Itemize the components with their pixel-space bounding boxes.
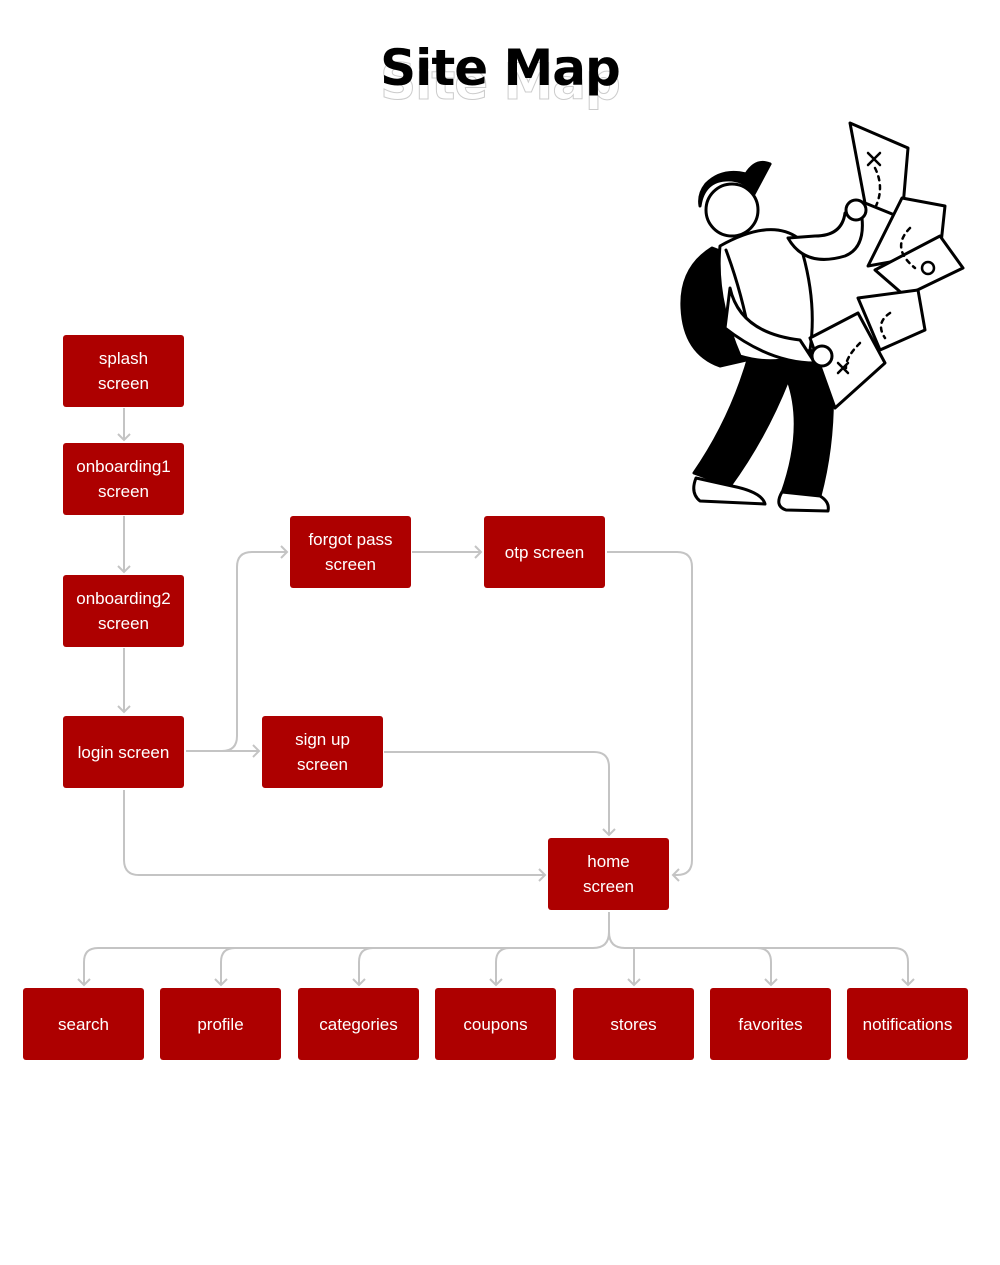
node-label-line: categories <box>319 1014 398 1034</box>
node-label-line: otp screen <box>504 542 585 562</box>
person-holding-map-illustration <box>680 121 965 513</box>
node-label-line: forgot pass <box>308 530 393 549</box>
node-label-line: login screen <box>77 742 170 762</box>
node-label: home screen <box>583 849 634 899</box>
node-label: favorites <box>738 1012 802 1037</box>
node-label: sign up screen <box>295 727 350 777</box>
edge-home-profile <box>214 947 236 987</box>
node-favorites[interactable]: favorites <box>710 988 831 1060</box>
edge-home-stores <box>608 931 641 987</box>
node-coupons[interactable]: coupons <box>435 988 556 1060</box>
node-label-line: screen <box>97 614 150 633</box>
node-label-line: screen <box>324 555 376 574</box>
node-label-line: splash <box>98 349 149 368</box>
node-label: onboarding2 screen <box>76 586 171 636</box>
node-label-line: profile <box>197 1014 244 1034</box>
node-label: login screen <box>78 740 170 765</box>
edge-home-search <box>77 912 610 987</box>
node-profile[interactable]: profile <box>160 988 281 1060</box>
edge-home-favorites <box>625 947 778 987</box>
node-label: forgot pass screen <box>308 527 392 577</box>
node-label: coupons <box>463 1012 527 1037</box>
title-block: Site Map Site Map <box>0 38 1000 118</box>
node-label-line: stores <box>610 1014 657 1034</box>
node-label: stores <box>610 1012 656 1037</box>
node-onboarding1-screen[interactable]: onboarding1 screen <box>63 443 184 515</box>
node-label-line: coupons <box>463 1014 528 1034</box>
node-categories[interactable]: categories <box>298 988 419 1060</box>
node-sign-up-screen[interactable]: sign up screen <box>262 716 383 788</box>
node-home-screen[interactable]: home screen <box>548 838 669 910</box>
node-notifications[interactable]: notifications <box>847 988 968 1060</box>
node-label-line: notifications <box>862 1014 953 1034</box>
node-search[interactable]: search <box>23 988 144 1060</box>
node-label: notifications <box>863 1012 953 1037</box>
node-label-line: onboarding1 <box>76 457 171 476</box>
node-forgot-pass-screen[interactable]: forgot pass screen <box>290 516 411 588</box>
node-otp-screen[interactable]: otp screen <box>484 516 605 588</box>
edge-home-coupons <box>489 947 511 987</box>
node-label: search <box>58 1012 109 1037</box>
node-label: categories <box>319 1012 397 1037</box>
node-label-line: screen <box>97 482 150 501</box>
page-title: Site Map <box>380 39 621 97</box>
node-label-line: favorites <box>738 1014 803 1034</box>
node-label-line: onboarding2 <box>76 589 171 608</box>
node-stores[interactable]: stores <box>573 988 694 1060</box>
node-label-line: sign up <box>295 730 350 749</box>
node-splash-screen[interactable]: splash screen <box>63 335 184 407</box>
node-label-line: screen <box>296 755 348 774</box>
node-label: splash screen <box>98 346 149 396</box>
node-label-line: home <box>587 852 630 871</box>
edge-sign-up-home <box>384 751 616 837</box>
edge-login-home <box>123 790 547 882</box>
page-title-shadow: Site Map <box>380 53 622 112</box>
node-label: otp screen <box>505 540 584 565</box>
node-label-line: screen <box>582 877 635 896</box>
edge-home-categories <box>352 947 374 987</box>
edge-otp-home <box>607 551 693 882</box>
edge-home-notifications <box>757 947 915 987</box>
node-onboarding2-screen[interactable]: onboarding2 screen <box>63 575 184 647</box>
node-login-screen[interactable]: login screen <box>63 716 184 788</box>
node-label: profile <box>197 1012 243 1037</box>
node-label-line: screen <box>97 374 150 393</box>
node-label: onboarding1 screen <box>76 454 171 504</box>
node-label-line: search <box>57 1014 110 1034</box>
